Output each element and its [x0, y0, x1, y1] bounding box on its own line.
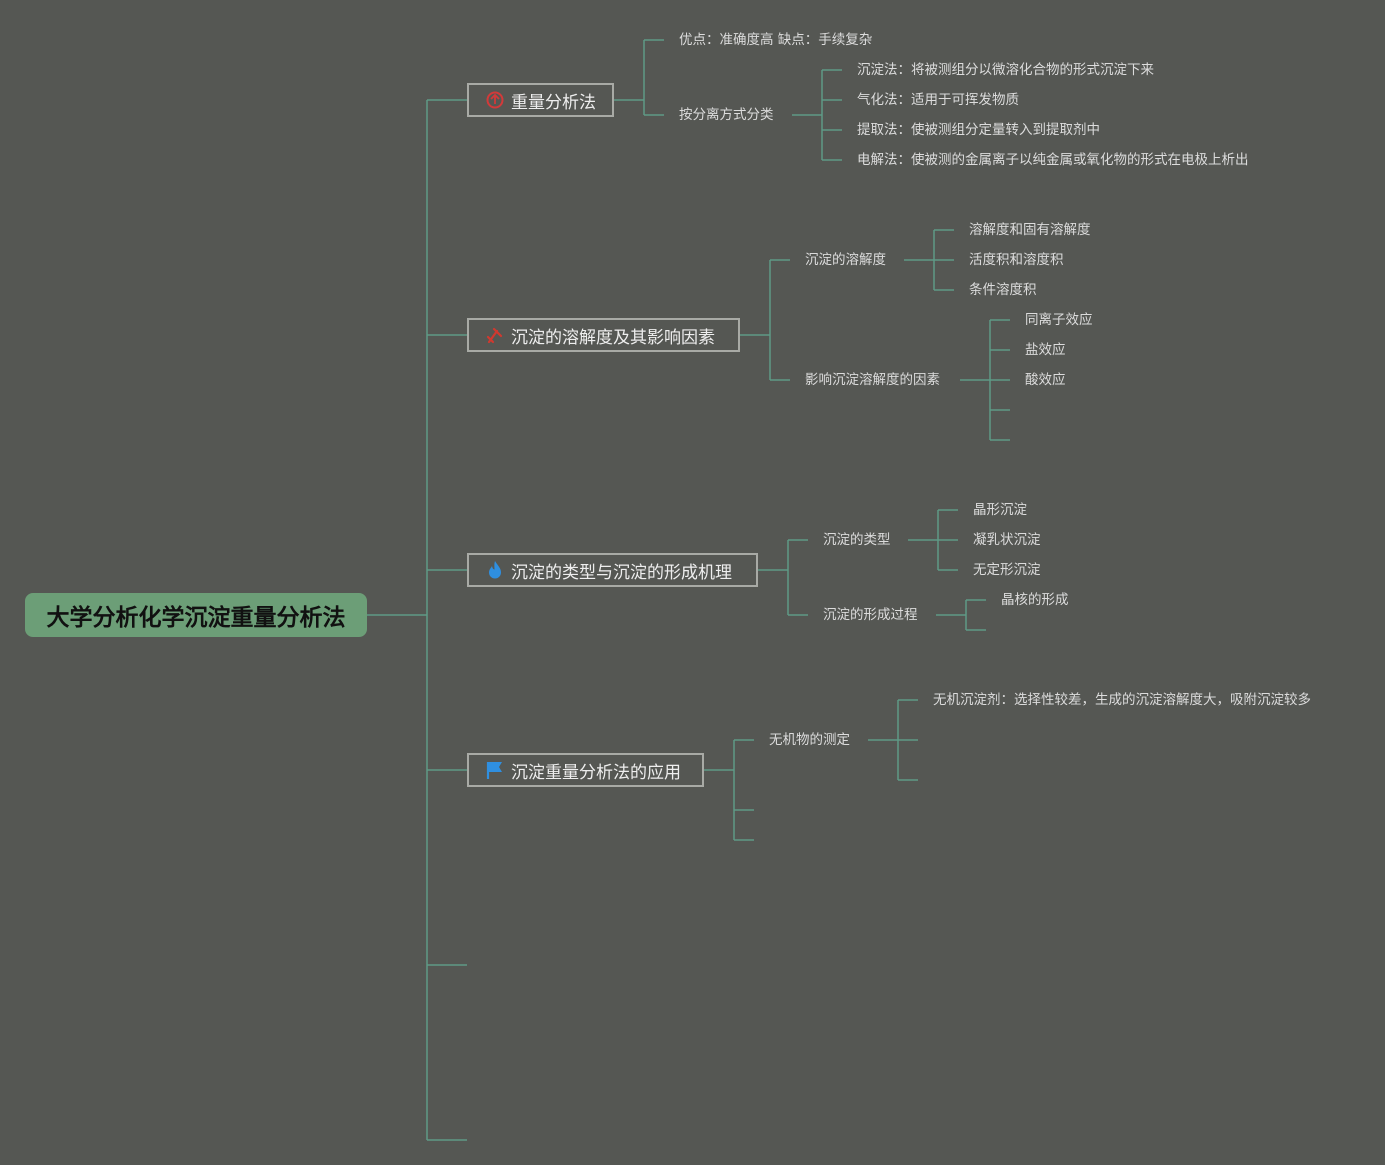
- topic-nucleation[interactable]: 晶核的形成: [1001, 590, 1069, 610]
- topic-label: 晶核的形成: [1001, 592, 1069, 608]
- root-topic[interactable]: 大学分析化学沉淀重量分析法: [25, 593, 367, 637]
- topic-precipitate-types[interactable]: 沉淀的类型: [823, 530, 891, 550]
- topic-pros-cons[interactable]: 优点：准确度高 缺点：手续复杂: [679, 30, 872, 50]
- topic-label: 活度积和溶度积: [969, 252, 1064, 268]
- branch-solubility-factors[interactable]: 沉淀的溶解度及其影响因素: [467, 318, 740, 352]
- topic-label: 提取法：使被测组分定量转入到提取剂中: [857, 122, 1100, 138]
- branch-gravimetric-analysis[interactable]: 重量分析法: [467, 83, 614, 117]
- topic-label: 晶形沉淀: [973, 502, 1027, 518]
- topic-label: 影响沉淀溶解度的因素: [805, 372, 940, 388]
- topic-label: 气化法：适用于可挥发物质: [857, 92, 1019, 108]
- topic-electrolysis-method[interactable]: 电解法：使被测的金属离子以纯金属或氧化物的形式在电极上析出: [857, 150, 1249, 170]
- topic-label: 酸效应: [1025, 372, 1066, 388]
- topic-label: 溶解度和固有溶解度: [969, 222, 1091, 238]
- topic-acid-effect[interactable]: 酸效应: [1025, 370, 1066, 390]
- topic-classification[interactable]: 按分离方式分类: [679, 105, 774, 125]
- topic-inorganic-determination[interactable]: 无机物的测定: [769, 730, 850, 750]
- topic-label: 条件溶度积: [969, 282, 1037, 298]
- topic-formation-process[interactable]: 沉淀的形成过程: [823, 605, 918, 625]
- topic-salt-effect[interactable]: 盐效应: [1025, 340, 1066, 360]
- topic-amorphous-precipitate[interactable]: 无定形沉淀: [973, 560, 1041, 580]
- topic-inorganic-precipitant[interactable]: 无机沉淀剂：选择性较差，生成的沉淀溶解度大，吸附沉淀较多: [933, 690, 1311, 710]
- root-topic-label: 大学分析化学沉淀重量分析法: [46, 605, 346, 631]
- topic-common-ion-effect[interactable]: 同离子效应: [1025, 310, 1093, 330]
- topic-label: 沉淀的类型: [823, 532, 891, 548]
- topic-label: 无机沉淀剂：选择性较差，生成的沉淀溶解度大，吸附沉淀较多: [933, 692, 1311, 708]
- topic-label: 沉淀的溶解度: [805, 252, 886, 268]
- topic-label: 沉淀的形成过程: [823, 607, 918, 623]
- tools-icon: [485, 325, 505, 345]
- topic-label: 无机物的测定: [769, 732, 850, 748]
- topic-curdy-precipitate[interactable]: 凝乳状沉淀: [973, 530, 1041, 550]
- topic-label: 凝乳状沉淀: [973, 532, 1041, 548]
- branch-label: 沉淀的类型与沉淀的形成机理: [511, 562, 732, 583]
- topic-precipitation-method[interactable]: 沉淀法：将被测组分以微溶化合物的形式沉淀下来: [857, 60, 1154, 80]
- medal-icon: [485, 90, 505, 110]
- topic-label: 沉淀法：将被测组分以微溶化合物的形式沉淀下来: [857, 62, 1154, 78]
- branch-label: 重量分析法: [511, 92, 596, 113]
- topic-conditional-solubility-product[interactable]: 条件溶度积: [969, 280, 1037, 300]
- topic-crystalline-precipitate[interactable]: 晶形沉淀: [973, 500, 1027, 520]
- topic-label: 盐效应: [1025, 342, 1066, 358]
- topic-intrinsic-solubility[interactable]: 溶解度和固有溶解度: [969, 220, 1091, 240]
- topic-solubility[interactable]: 沉淀的溶解度: [805, 250, 886, 270]
- topic-label: 电解法：使被测的金属离子以纯金属或氧化物的形式在电极上析出: [857, 152, 1249, 168]
- branch-applications[interactable]: 沉淀重量分析法的应用: [467, 753, 704, 787]
- topic-solubility-factors[interactable]: 影响沉淀溶解度的因素: [805, 370, 940, 390]
- topic-label: 同离子效应: [1025, 312, 1093, 328]
- topic-extraction-method[interactable]: 提取法：使被测组分定量转入到提取剂中: [857, 120, 1100, 140]
- branch-precipitate-types[interactable]: 沉淀的类型与沉淀的形成机理: [467, 553, 758, 587]
- topic-volatilization-method[interactable]: 气化法：适用于可挥发物质: [857, 90, 1019, 110]
- topic-solubility-product[interactable]: 活度积和溶度积: [969, 250, 1064, 270]
- flame-icon: [485, 560, 505, 580]
- topic-label: 优点：准确度高 缺点：手续复杂: [679, 32, 873, 48]
- topic-label: 按分离方式分类: [679, 107, 774, 123]
- branch-label: 沉淀重量分析法的应用: [511, 762, 681, 783]
- flag-icon: [485, 760, 505, 780]
- branch-label: 沉淀的溶解度及其影响因素: [511, 327, 715, 348]
- topic-label: 无定形沉淀: [973, 562, 1041, 578]
